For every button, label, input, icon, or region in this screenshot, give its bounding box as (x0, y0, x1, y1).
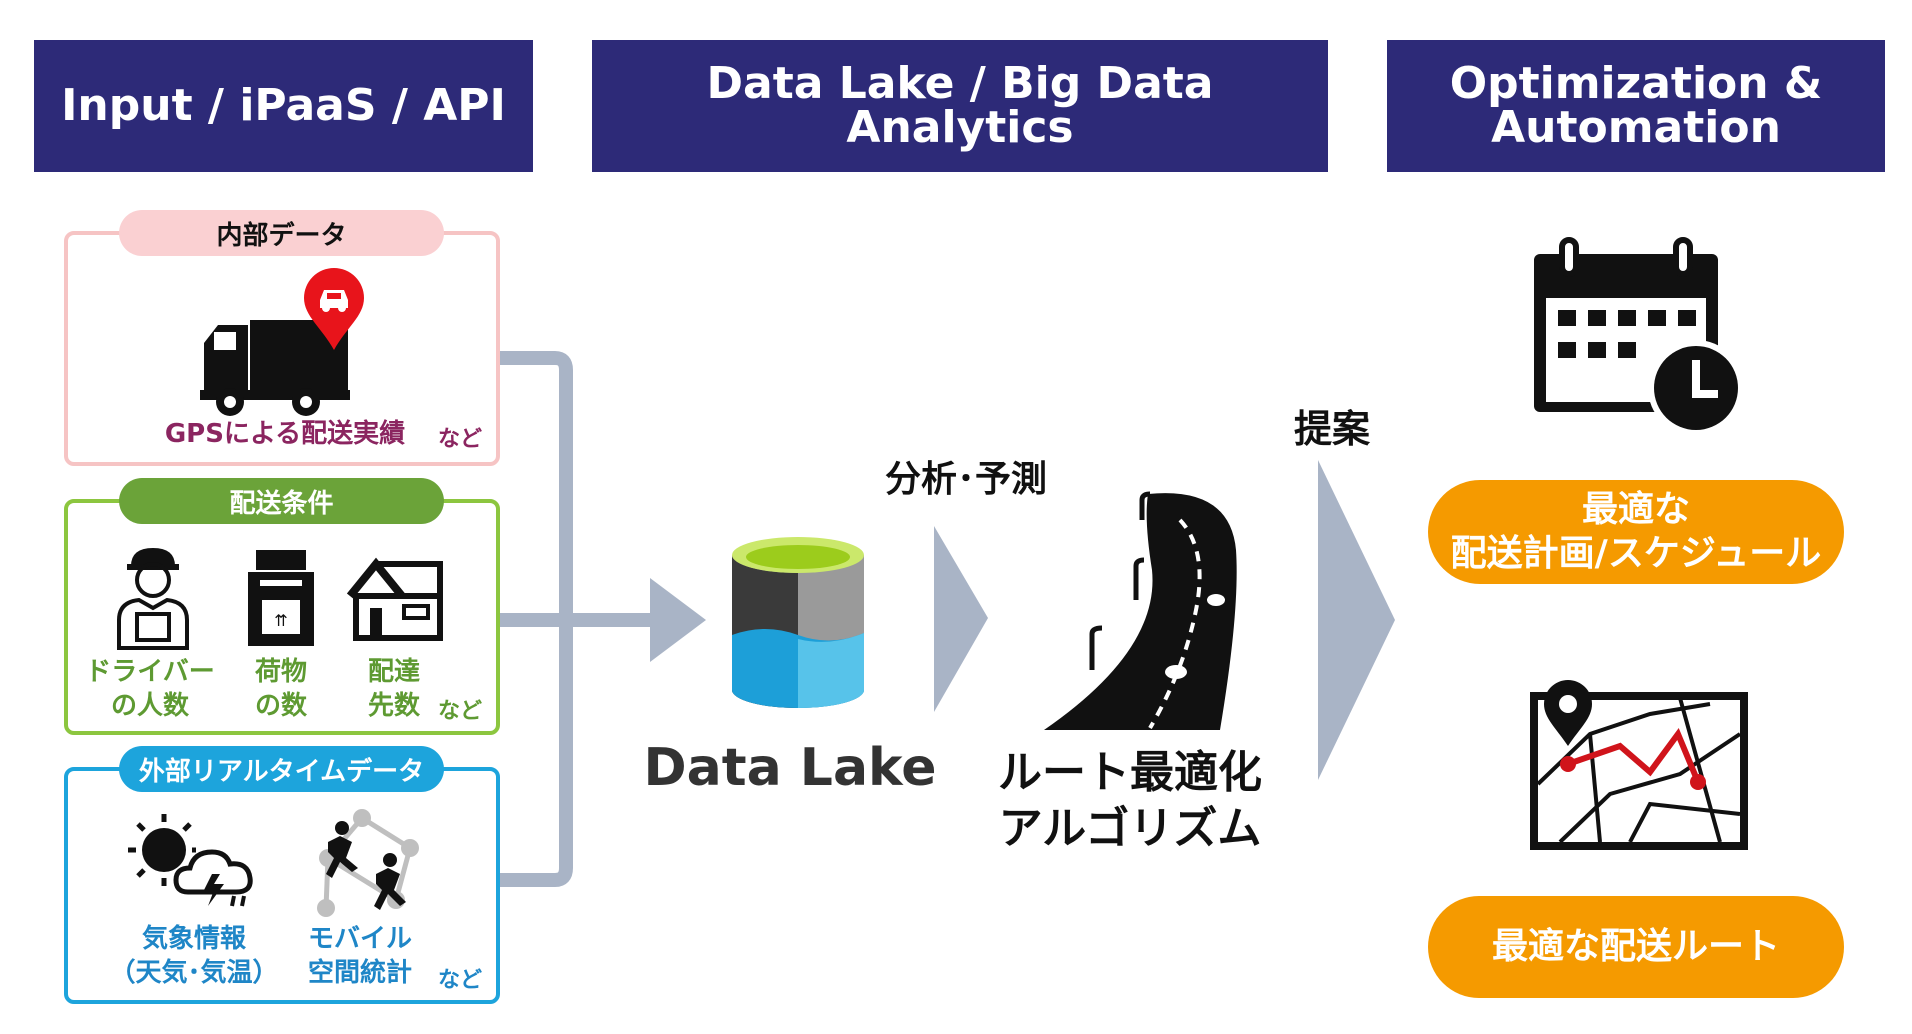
weather-label-line1: 気象情報 (141, 924, 246, 954)
map-route-icon (1530, 680, 1748, 850)
delivery-conditions-title: 配送条件 (119, 478, 444, 524)
datalake-icon (732, 537, 864, 708)
header-input: Input / iPaaS / API (34, 40, 533, 172)
weather-label: 気象情報 （天気･気温） (96, 922, 292, 990)
destination-label: 配達 先数 (352, 655, 436, 723)
mobile-stats-label-line1: モバイル (307, 924, 412, 954)
cargo-label-line2: の数 (254, 691, 307, 721)
gps-caption: GPSによる配送実績 (164, 419, 406, 449)
destination-label-line1: 配達 (367, 657, 420, 687)
header-optimization-line2: Automation (1491, 102, 1781, 153)
house-icon (346, 557, 443, 641)
header-optimization: Optimization & Automation (1387, 40, 1885, 172)
svg-text:⇈: ⇈ (274, 611, 287, 630)
weather-label-line2: （天気･気温） (109, 958, 279, 988)
algorithm-label-line2: アルゴリズム (998, 803, 1262, 854)
calendar-clock-icon (1534, 237, 1744, 436)
schedule-output-line1: 最適な (1581, 489, 1690, 530)
gps-pin-icon (304, 268, 364, 350)
internal-etc: など (438, 427, 483, 452)
header-optimization-line1: Optimization & (1449, 58, 1823, 109)
route-output: 最適な配送ルート (1428, 896, 1844, 998)
driver-label-line2: の人数 (110, 691, 189, 721)
schedule-output-line2: 配送計画/スケジュール (1450, 533, 1822, 574)
road-icon (1044, 491, 1237, 730)
cargo-label-line1: 荷物 (254, 657, 307, 687)
mobile-stats-label-line2: 空間統計 (307, 958, 412, 988)
external-etc: など (438, 968, 483, 993)
schedule-output: 最適な 配送計画/スケジュール (1428, 480, 1844, 584)
datalake-label: Data Lake (643, 738, 937, 798)
driver-label: ドライバー の人数 (78, 655, 222, 723)
algorithm-label-line1: ルート最適化 (998, 747, 1262, 798)
analysis-label: 分析･予測 (884, 459, 1047, 500)
header-input-label: Input / iPaaS / API (61, 80, 506, 131)
weather-icon (128, 814, 253, 907)
external-data-title: 外部リアルタイムデータ (119, 746, 444, 792)
truck-icon (200, 320, 350, 416)
driver-label-line1: ドライバー (85, 657, 215, 687)
algorithm-label: ルート最適化 アルゴリズム (990, 745, 1270, 857)
proposal-label: 提案 (1293, 407, 1370, 451)
header-datalake-label: Data Lake / Big Data Analytics (706, 58, 1214, 153)
destination-label-line2: 先数 (367, 691, 420, 721)
internal-data-title: 内部データ (119, 210, 444, 256)
cargo-label: 荷物 の数 (236, 655, 326, 723)
mobile-stats-label: モバイル 空間統計 (298, 922, 422, 990)
conditions-etc: など (438, 699, 483, 724)
cargo-icon: ⇈ (248, 550, 314, 646)
mobile-people-icon (317, 809, 419, 917)
driver-icon (117, 548, 189, 650)
header-datalake: Data Lake / Big Data Analytics (592, 40, 1328, 172)
